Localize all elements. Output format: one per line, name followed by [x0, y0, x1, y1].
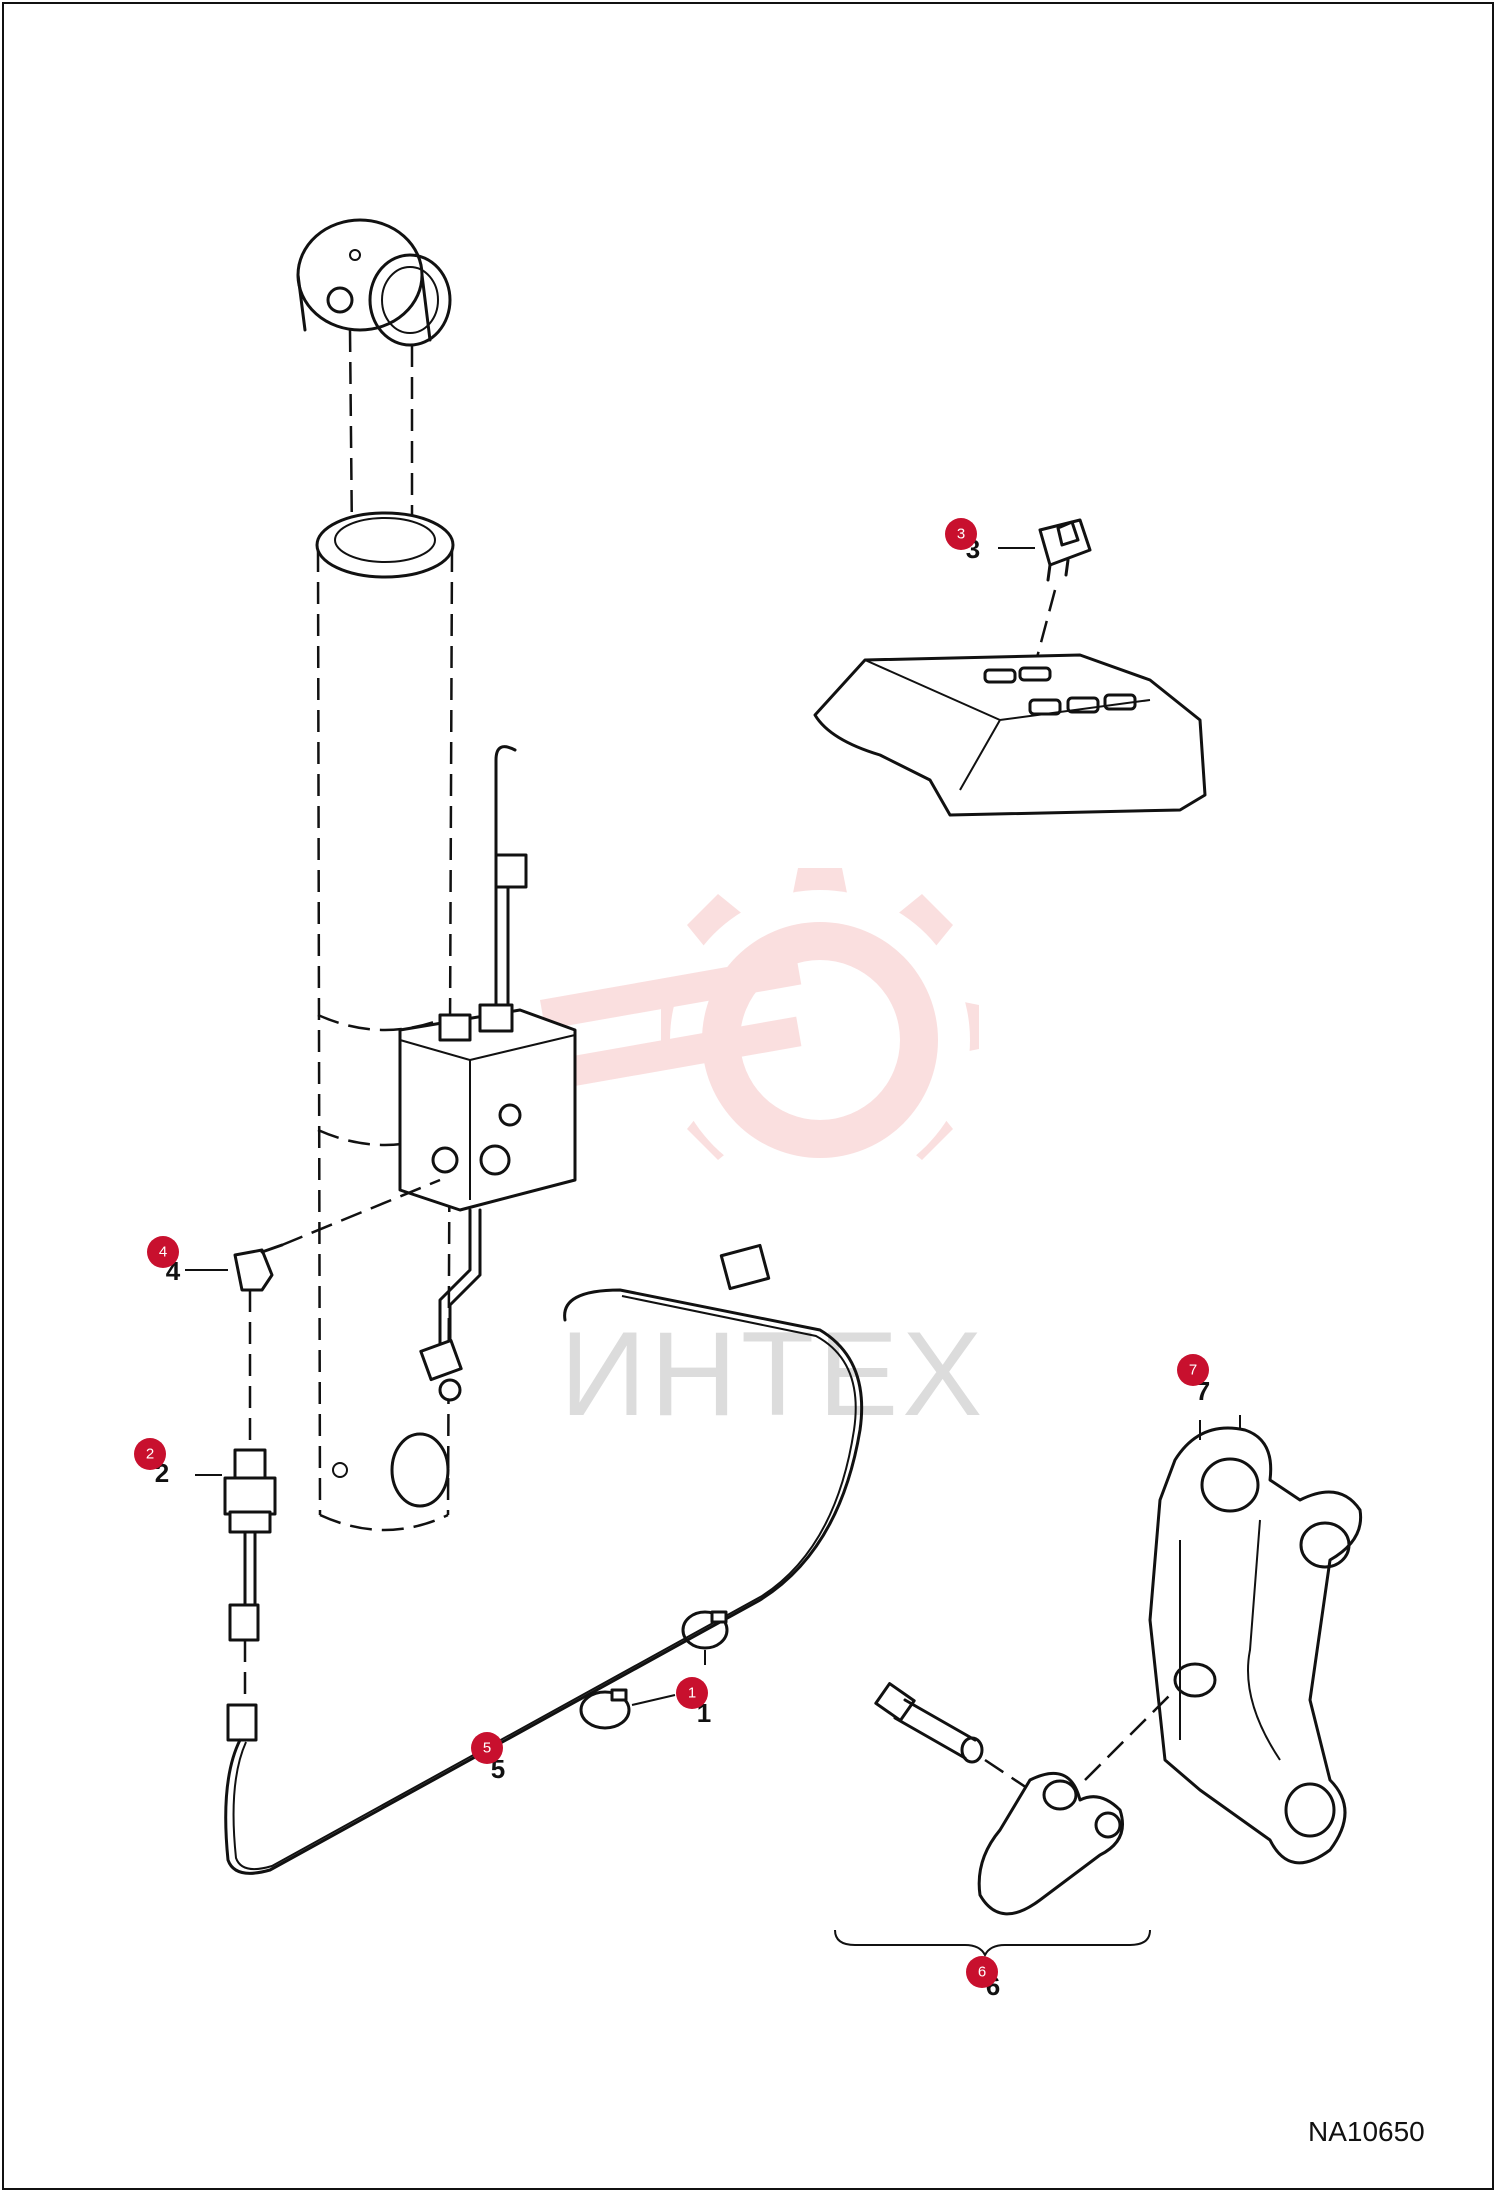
callout-badge-5: 5: [471, 1732, 503, 1764]
control-console: [813, 653, 1207, 817]
watermark-text: ИНТЕХ: [560, 1307, 986, 1441]
cylinder-rod-eye: [296, 218, 452, 347]
pressure-switch: [223, 1448, 277, 1700]
pin-and-clevis: [834, 1682, 1176, 1958]
valve-block: [398, 745, 577, 1212]
callout-badges: 1 2 3 4 5 6 7: [134, 518, 1209, 1988]
callout-badge-1: 1: [676, 1677, 708, 1709]
figure-code: NA10650: [1308, 2116, 1425, 2147]
svg-text:6: 6: [978, 1964, 986, 1981]
svg-text:2: 2: [146, 1446, 154, 1463]
wire-harness: [224, 1243, 864, 1875]
callout-badge-4: 4: [147, 1236, 179, 1268]
svg-text:3: 3: [957, 526, 965, 543]
svg-text:5: 5: [483, 1740, 491, 1757]
callout-badge-6: 6: [966, 1956, 998, 1988]
callout-badge-2: 2: [134, 1438, 166, 1470]
elbow-fitting: [233, 1178, 441, 1440]
callout-badge-7: 7: [1177, 1354, 1209, 1386]
svg-text:4: 4: [159, 1244, 167, 1261]
hose-clamps: [579, 1610, 729, 1730]
cylinder-rod: [348, 329, 414, 541]
svg-text:7: 7: [1189, 1362, 1197, 1379]
svg-text:1: 1: [688, 1685, 696, 1702]
callout-badge-3: 3: [945, 518, 977, 550]
valve-tube-lower: [419, 1208, 482, 1402]
lift-link: [1148, 1415, 1363, 1865]
watermark-gear-icon: [540, 868, 979, 1190]
rocker-switch: [998, 518, 1092, 666]
